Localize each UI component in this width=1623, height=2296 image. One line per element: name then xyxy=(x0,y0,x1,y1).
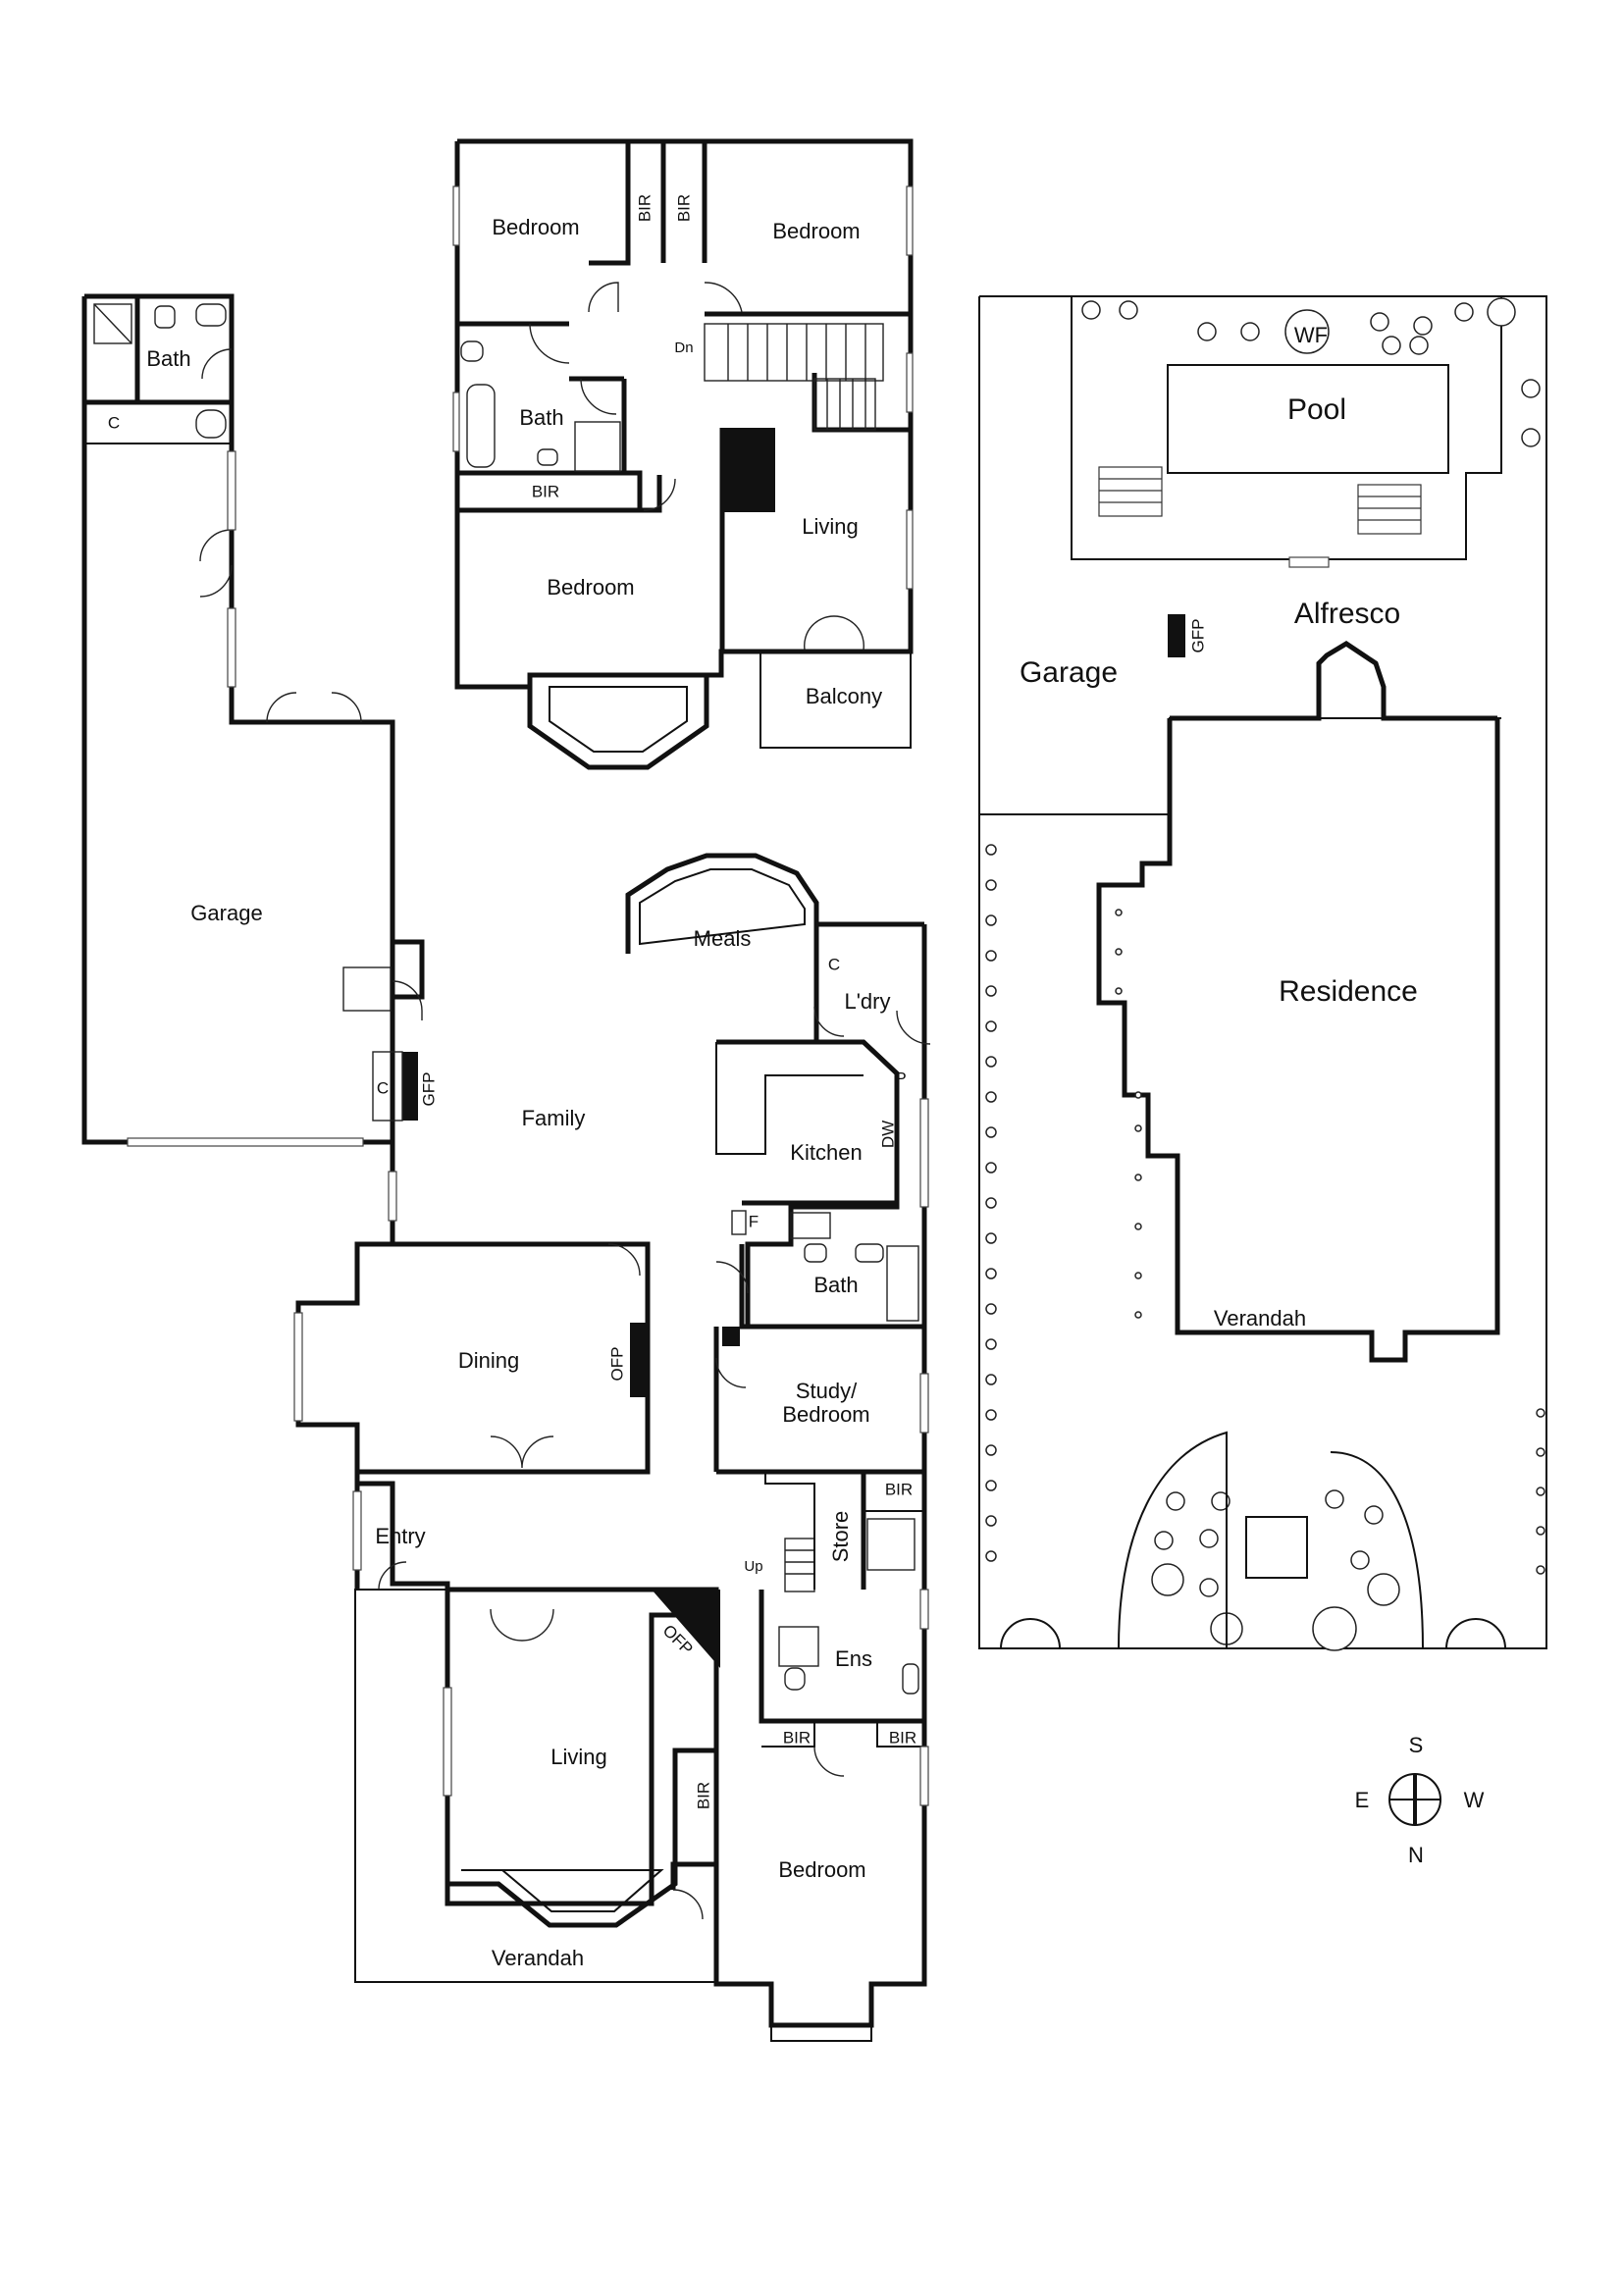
front-fence xyxy=(1000,1431,1506,1649)
ensuite-label: Ens xyxy=(835,1646,872,1671)
dishwasher-label: DW xyxy=(878,1121,897,1148)
compass-north: N xyxy=(1408,1843,1424,1867)
site-gfp-label: GFP xyxy=(1188,619,1207,653)
garage-c-label: C xyxy=(108,413,120,432)
ground-living-label: Living xyxy=(550,1745,606,1769)
dining-ofp-label: OFP xyxy=(607,1347,626,1382)
family-c-label: C xyxy=(377,1078,389,1097)
site-fence-posts xyxy=(985,844,1545,1575)
study-label-2: Bedroom xyxy=(782,1402,869,1427)
ground-floor-plan xyxy=(293,853,931,2042)
compass xyxy=(1388,1773,1441,1826)
site-garage-label: Garage xyxy=(1020,656,1118,689)
compass-south: S xyxy=(1409,1733,1424,1757)
upper-floor-plan xyxy=(452,138,914,770)
compass-west: W xyxy=(1464,1788,1485,1812)
ensuite-bir-1-label: BIR xyxy=(783,1728,811,1747)
stairs-up-label: Up xyxy=(744,1558,762,1575)
fridge-label: F xyxy=(749,1212,759,1230)
store-label: Store xyxy=(828,1511,853,1563)
laundry-c-label: C xyxy=(828,955,840,973)
upper-dn-label: Dn xyxy=(674,339,693,356)
pool-label: Pool xyxy=(1287,393,1346,426)
living-bir-label: BIR xyxy=(694,1782,712,1809)
upper-bedroom-1-label: Bedroom xyxy=(492,215,579,239)
wf-label: WF xyxy=(1294,323,1328,347)
garage-bath-label: Bath xyxy=(146,346,190,371)
pantry-label: P xyxy=(895,1069,906,1087)
paving-bricks xyxy=(1098,466,1422,535)
upper-bir-1-label: BIR xyxy=(635,194,654,222)
upper-bath-label: Bath xyxy=(519,405,563,430)
ground-verandah-label: Verandah xyxy=(492,1946,584,1970)
compass-east: E xyxy=(1355,1788,1370,1812)
site-plan xyxy=(978,295,1547,1651)
upper-balcony-label: Balcony xyxy=(806,684,882,708)
meals-label: Meals xyxy=(694,926,752,951)
upper-bedroom-3-label: Bedroom xyxy=(547,575,634,600)
ensuite-bir-2-label: BIR xyxy=(889,1728,916,1747)
entry-label: Entry xyxy=(375,1524,425,1548)
upper-bir-2-label: BIR xyxy=(674,194,693,222)
store-bir-label: BIR xyxy=(885,1480,913,1498)
family-gfp-label: GFP xyxy=(419,1072,438,1107)
ground-bedroom-label: Bedroom xyxy=(778,1857,865,1882)
family-label: Family xyxy=(522,1106,586,1130)
alfresco-label: Alfresco xyxy=(1294,598,1400,630)
upper-bir-3-label: BIR xyxy=(532,482,559,500)
upper-bedroom-2-label: Bedroom xyxy=(772,219,860,243)
dining-label: Dining xyxy=(458,1348,519,1373)
garage-building-plan xyxy=(81,293,395,1147)
garage-label: Garage xyxy=(190,901,262,925)
study-label: Study/ xyxy=(796,1379,858,1403)
kitchen-label: Kitchen xyxy=(790,1140,862,1165)
site-verandah-label: Verandah xyxy=(1214,1306,1306,1331)
upper-living-label: Living xyxy=(802,514,858,539)
site-trees xyxy=(1081,297,1541,1651)
laundry-label: L'dry xyxy=(845,989,891,1014)
residence-label: Residence xyxy=(1279,975,1418,1008)
ground-bath-label: Bath xyxy=(813,1273,858,1297)
